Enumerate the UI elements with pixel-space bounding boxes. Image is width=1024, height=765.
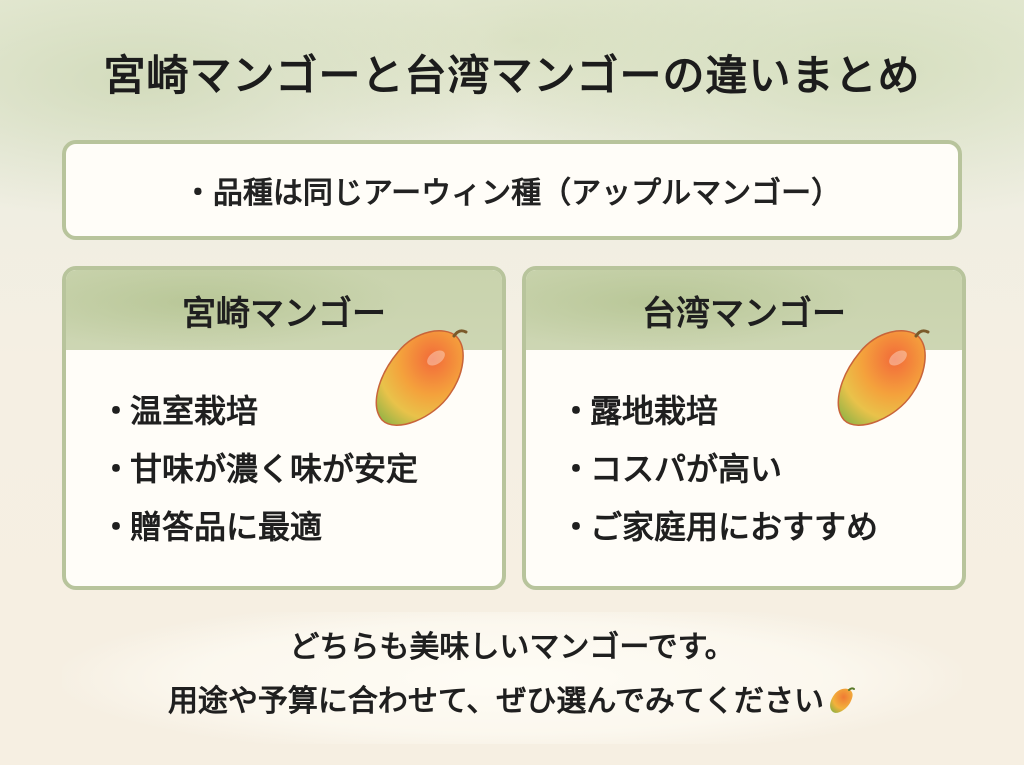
miyazaki-card-title: 宮崎マンゴー [182,293,386,334]
bullet: ・ [100,392,133,430]
miyazaki-feature-list: ・温室栽培 ・甘味が濃く味が安定 ・贈答品に最適 [100,382,418,556]
miyazaki-card: 宮崎マンゴー ・温室栽培 ・甘味が濃く味が安定 ・贈答品に最適 [62,266,506,590]
message-box [62,612,962,744]
bullet: ・ [560,392,593,430]
list-item: ・贈答品に最適 [100,498,418,556]
miyazaki-card-header: 宮崎マンゴー [66,270,502,350]
page-title: 宮崎マンゴーと台湾マンゴーの違いまとめ [103,51,921,100]
list-item: ・ご家庭用におすすめ [560,498,878,556]
list-item: ・甘味が濃く味が安定 [100,440,418,498]
mango-icon [826,322,936,436]
taiwan-card-title: 台湾マンゴー [642,293,846,334]
taiwan-card-header: 台湾マンゴー [526,270,962,350]
bullet: ・ [560,508,593,546]
bullet: ・ [100,508,133,546]
message-line-2-wrapper: 用途や予算に合わせて、ぜひ選んでみてください [0,676,1024,723]
list-item: ・温室栽培 [100,382,418,440]
mango-emoji-icon [826,685,856,723]
list-item: ・露地栽培 [560,382,878,440]
message-line-2: 用途や予算に合わせて、ぜひ選んでみてください [167,684,825,719]
taiwan-card: 台湾マンゴー ・露地栽培 ・コスパが高い ・ご家庭用におすすめ [522,266,966,590]
message-line-1: どちらも美味しいマンゴーです。 [289,630,735,665]
bullet: ・ [100,450,133,488]
list-item: ・コスパが高い [560,440,878,498]
taiwan-feature-list: ・露地栽培 ・コスパが高い ・ご家庭用におすすめ [560,382,878,556]
variety-box: ・品種は同じアーウィン種（アップルマンゴー） [62,140,962,240]
bullet: ・ [560,450,593,488]
mango-icon [364,322,474,436]
variety-text: ・品種は同じアーウィン種（アップルマンゴー） [182,176,842,211]
